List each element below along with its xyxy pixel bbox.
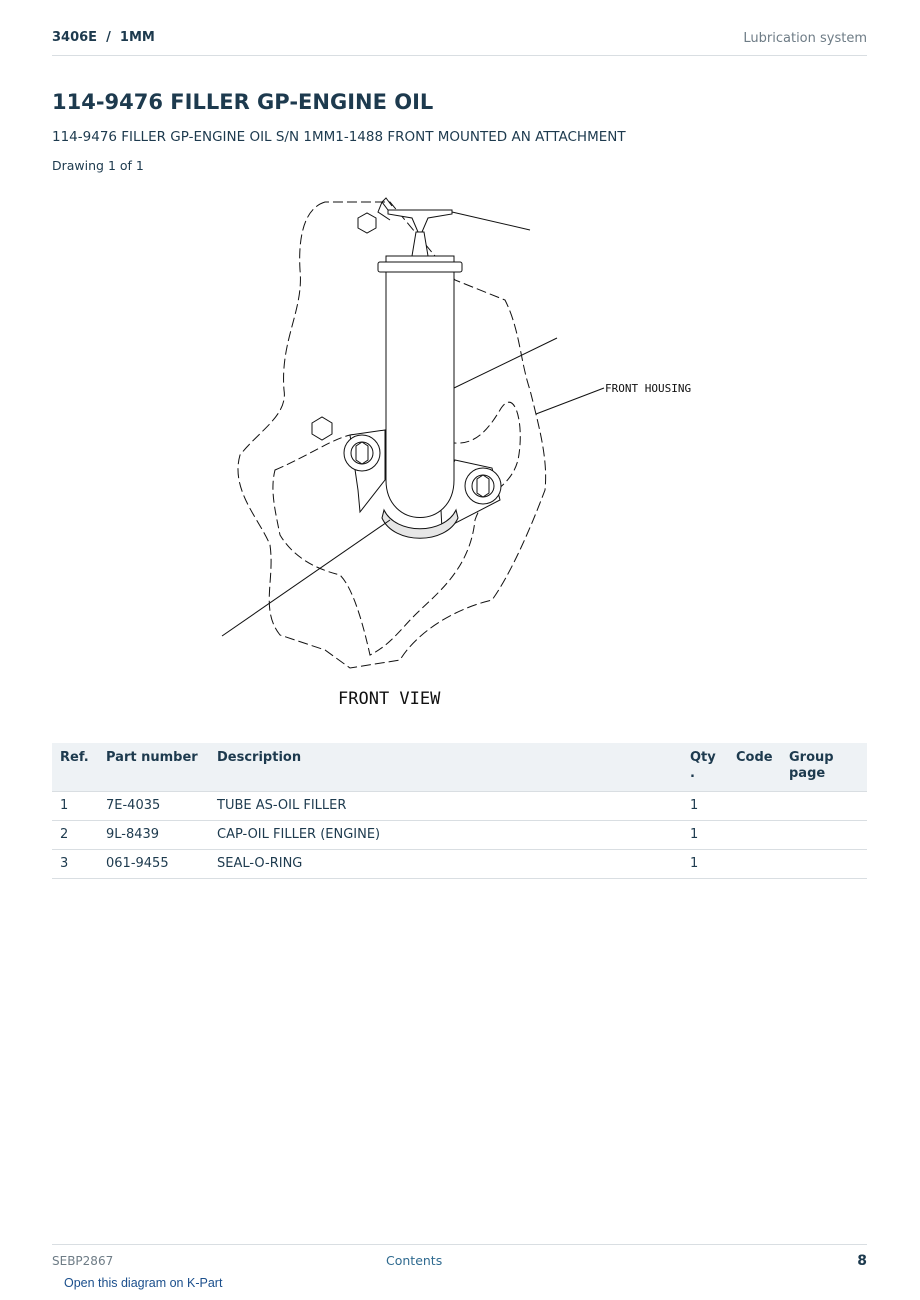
leader-tube [453,337,558,389]
cell-group-page [781,791,867,821]
table-row: 2 9L-8439 CAP-OIL FILLER (ENGINE) 1 [52,820,867,850]
page-title: 114-9476 FILLER GP-ENGINE OIL [52,90,434,114]
document-id: SEBP2867 [52,1254,114,1268]
model-label: 3406E / 1MM [52,30,155,45]
cell-description: TUBE AS-OIL FILLER [209,791,682,821]
col-group-page: Group page [781,743,867,792]
section-label: Lubrication system [743,31,867,46]
table-row: 1 7E-4035 TUBE AS-OIL FILLER 1 [52,791,867,821]
housing-outline [237,201,547,669]
table-row: 3 061-9455 SEAL-O-RING 1 [52,849,867,879]
kpart-diagram-link[interactable]: Open this diagram on K-Part [64,1276,223,1290]
cell-qty: 1 [682,791,728,821]
cell-code [728,849,781,879]
contents-link[interactable]: Contents [386,1253,443,1268]
drawing-count: Drawing 1 of 1 [52,158,144,173]
cell-part-number: 7E-4035 [98,791,209,821]
page-number: 8 [857,1253,867,1269]
cell-part-number: 9L-8439 [98,820,209,850]
cell-qty: 1 [682,849,728,879]
label-front-view: FRONT VIEW [338,689,441,709]
leader-cap [451,211,531,231]
cell-group-page [781,849,867,879]
cell-code [728,791,781,821]
table-header-row: Ref. Part number Description Qty . Code … [52,743,867,792]
parts-table: Ref. Part number Description Qty . Code … [52,743,867,879]
hex-nut-left [311,416,333,441]
page-subtitle: 114-9476 FILLER GP-ENGINE OIL S/N 1MM1-1… [52,129,626,145]
cell-ref: 3 [52,849,98,879]
tube-flange [377,261,463,273]
cell-group-page [781,820,867,850]
col-ref: Ref. [52,743,98,792]
cell-description: CAP-OIL FILLER (ENGINE) [209,820,682,850]
col-code: Code [728,743,781,792]
cell-description: SEAL-O-RING [209,849,682,879]
parts-diagram: FRONT HOUSING FRONT VIEW [221,197,691,709]
cell-code [728,820,781,850]
hex-nut-top [357,212,377,234]
bolt-right-hex [476,474,490,498]
cell-ref: 1 [52,791,98,821]
leader-seal [221,519,391,637]
filler-cap-handle [387,209,453,233]
filler-cap-chain [377,197,393,221]
page-footer: SEBP2867 Contents 8 [52,1244,867,1275]
col-description: Description [209,743,682,792]
col-part-number: Part number [98,743,209,792]
seal-ring [381,508,459,539]
cell-ref: 2 [52,820,98,850]
label-front-housing: FRONT HOUSING [605,382,691,395]
filler-cap-stem [411,231,429,257]
tube-flange-lip [385,255,455,263]
cell-part-number: 061-9455 [98,849,209,879]
page-header: 3406E / 1MM Lubrication system [52,28,867,56]
col-qty: Qty . [682,743,728,792]
cell-qty: 1 [682,820,728,850]
filler-tube [385,267,455,518]
leader-housing [535,387,605,415]
bolt-left-hex [355,441,369,465]
